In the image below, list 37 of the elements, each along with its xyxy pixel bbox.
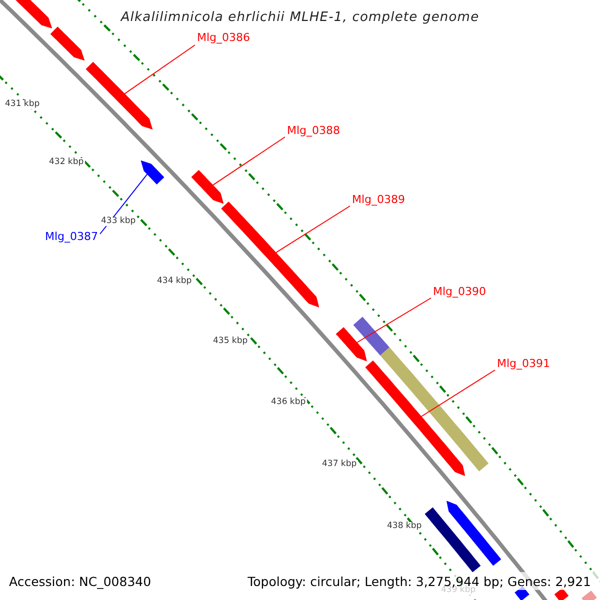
tick-label: 437 kbp	[321, 460, 358, 468]
gene-feature	[353, 316, 390, 356]
leader-line	[212, 136, 286, 186]
tick-label: 436 kbp	[270, 398, 307, 406]
gene-feature	[336, 327, 367, 362]
gene-feature	[365, 360, 466, 476]
gene-feature	[86, 62, 153, 130]
gene-label: Mlg_0391	[497, 358, 550, 369]
genome-summary-text: Topology: circular; Length: 3,275,944 bp; Genes: 2,921	[248, 576, 591, 588]
gene-feature	[140, 160, 164, 184]
leader-line	[420, 370, 496, 417]
leader-line	[100, 174, 148, 234]
gene-feature	[446, 500, 502, 566]
gene-feature	[582, 590, 597, 600]
leader-line	[124, 44, 196, 94]
gene-feature	[380, 347, 489, 472]
tick-label: 439 kbp	[440, 586, 477, 594]
tick-label: 432 kbp	[48, 158, 85, 166]
gene-label: Mlg_0388	[287, 125, 340, 136]
gene-feature	[221, 202, 320, 308]
tick-label: 431 kbp	[4, 100, 41, 108]
tick-label: 433 kbp	[100, 217, 137, 226]
leader-line	[276, 206, 350, 254]
gene-label: Mlg_0389	[352, 194, 406, 205]
title: Alkalilimnicola ehrlichii MLHE-1, complete genome	[119, 11, 480, 24]
gene-feature	[50, 26, 85, 61]
tick-label: 438 kbp	[386, 522, 423, 530]
tick-label: 434 kbp	[156, 277, 193, 286]
gene-label: Mlg_0387	[44, 231, 98, 242]
accession-text: Accession: NC_008340	[9, 576, 152, 588]
gene-label: Mlg_0390	[433, 286, 486, 297]
gene-feature	[554, 588, 569, 600]
gene-label: Mlg_0386	[197, 32, 250, 43]
leader-line	[356, 298, 432, 343]
gene-feature	[424, 507, 481, 572]
gene-feature	[191, 170, 224, 204]
tick-label: 435 kbp	[212, 337, 249, 346]
